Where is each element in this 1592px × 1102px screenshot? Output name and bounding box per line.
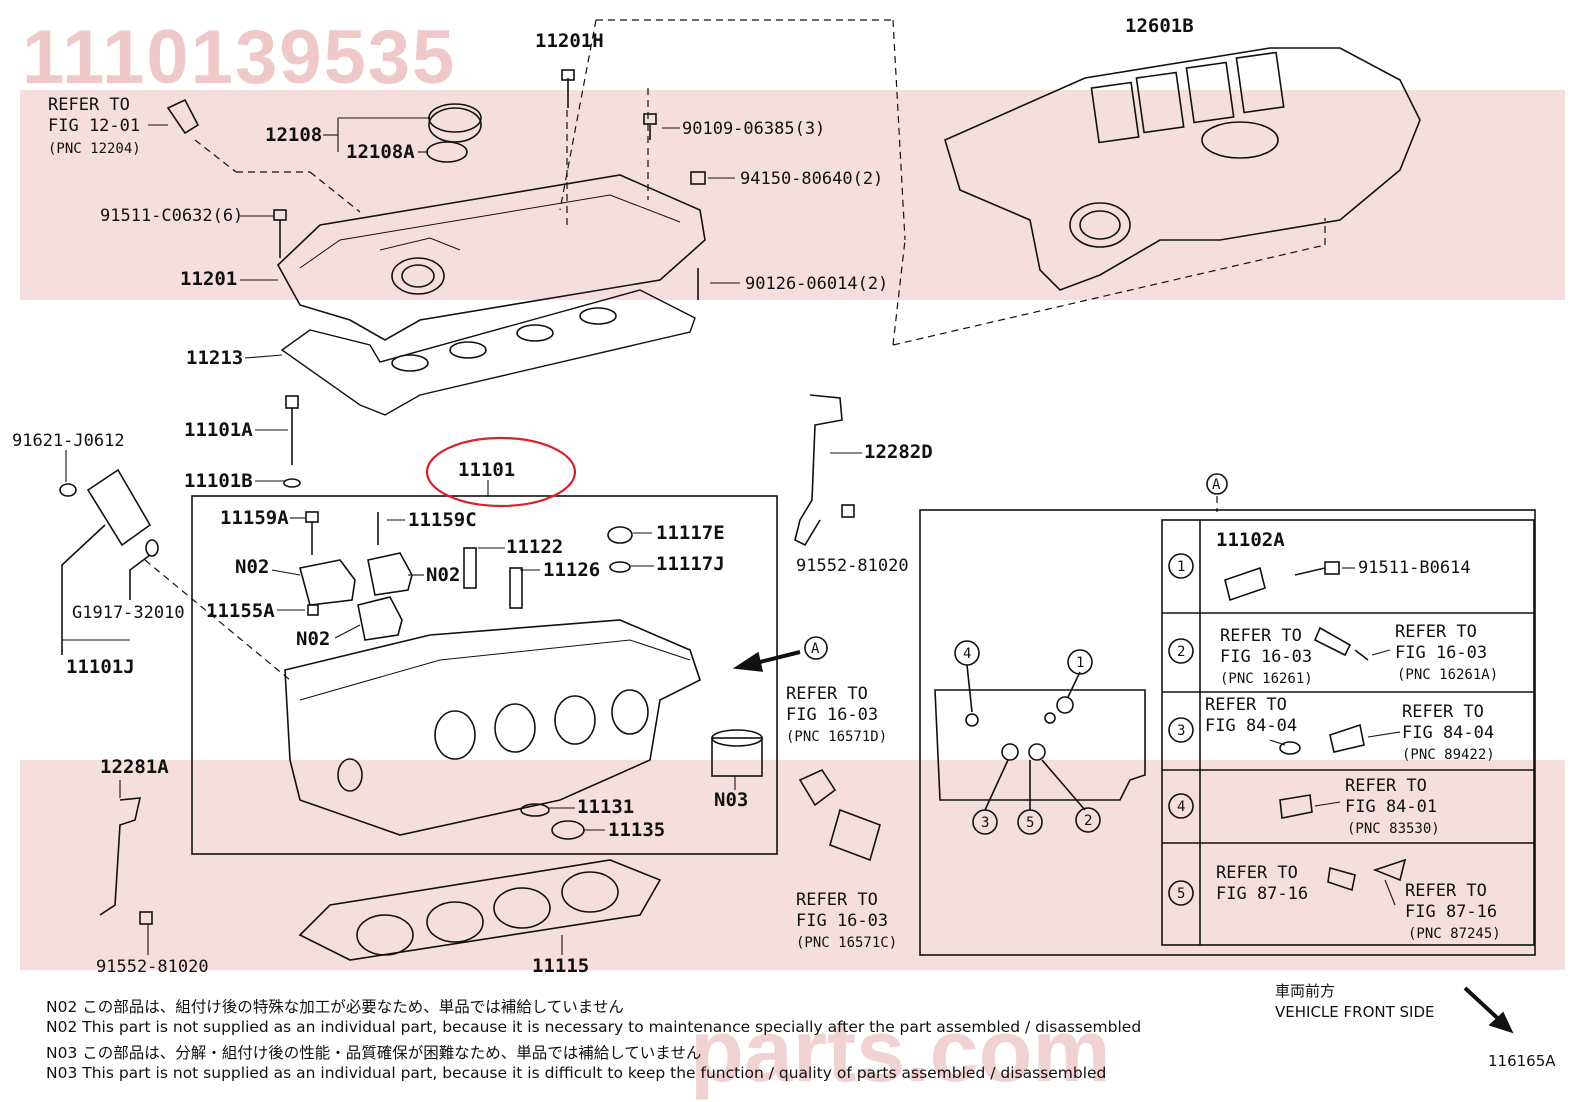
label-91511-C0632: 91511-C0632(6) bbox=[100, 206, 244, 226]
detail-row1-part: 11102A bbox=[1216, 529, 1285, 551]
detail-row2-number: 2 bbox=[1177, 644, 1186, 660]
detail-row5-right-pnc: (PNC 87245) bbox=[1408, 926, 1501, 942]
label-91552-81020-a: 91552-81020 bbox=[796, 556, 909, 576]
detail-a-table bbox=[1161, 519, 1535, 946]
note-n03-english: N03 This part is not supplied as an indi… bbox=[46, 1064, 1107, 1082]
detail-row3-left-refer: REFER TO bbox=[1205, 695, 1287, 715]
label-N02-a: N02 bbox=[235, 556, 270, 578]
callout-a-arrow: A bbox=[811, 641, 820, 657]
front-side-japanese: 車両前方 bbox=[1275, 982, 1336, 1000]
detail-row1-number: 1 bbox=[1177, 559, 1186, 575]
label-11101J: 11101J bbox=[66, 656, 135, 678]
note-n02-english: N02 This part is not supplied as an indi… bbox=[46, 1018, 1142, 1036]
label-refer-16-03-c-pnc: (PNC 16571C) bbox=[796, 935, 898, 951]
label-12281A: 12281A bbox=[100, 756, 169, 778]
detail-row4-fig: FIG 84-01 bbox=[1345, 797, 1438, 817]
detail-engine-shape bbox=[934, 689, 1146, 801]
detail-row4-refer: REFER TO bbox=[1345, 776, 1427, 796]
label-11159C: 11159C bbox=[408, 509, 477, 531]
watermark-part-number: 1110139535 bbox=[22, 15, 457, 100]
label-11101: 11101 bbox=[458, 459, 516, 481]
label-refer-16-03-d-pnc: (PNC 16571D) bbox=[786, 729, 888, 745]
label-11122: 11122 bbox=[506, 536, 564, 558]
label-91621-J0612: 91621-J0612 bbox=[12, 431, 125, 451]
figure-code: 116165A bbox=[1488, 1052, 1556, 1070]
label-12108A: 12108A bbox=[346, 141, 415, 163]
detail-a-frame bbox=[919, 509, 1536, 956]
watermark-site: parts.com bbox=[690, 1001, 1111, 1100]
detail-row3-right-refer: REFER TO bbox=[1402, 702, 1484, 722]
highlight-circle bbox=[425, 436, 577, 508]
label-N02-c: N02 bbox=[296, 628, 331, 650]
note-n03-japanese: N03 この部品は、分解・組付け後の性能・品質確保が困難なため、単品では補給して… bbox=[46, 1044, 702, 1062]
label-11135: 11135 bbox=[608, 819, 666, 841]
detail-row4-pnc: (PNC 83530) bbox=[1347, 821, 1440, 837]
label-12108: 12108 bbox=[265, 124, 323, 146]
label-94150-80640: 94150-80640(2) bbox=[740, 169, 884, 189]
label-N03: N03 bbox=[714, 789, 749, 811]
detail-row4-number: 4 bbox=[1177, 799, 1186, 815]
detail-row3-left-fig: FIG 84-04 bbox=[1205, 716, 1298, 736]
label-11201H: 11201H bbox=[535, 30, 604, 52]
detail-engine-circle-3: 3 bbox=[981, 815, 990, 831]
label-12601B: 12601B bbox=[1125, 15, 1194, 37]
label-11101A: 11101A bbox=[184, 419, 253, 441]
label-refer-16-03-d-fig: FIG 16-03 bbox=[786, 705, 879, 725]
label-N02-b: N02 bbox=[426, 564, 461, 586]
label-11117J: 11117J bbox=[656, 553, 725, 575]
detail-engine-circle-5: 5 bbox=[1026, 815, 1035, 831]
detail-engine-circle-1: 1 bbox=[1076, 655, 1085, 671]
label-11159A: 11159A bbox=[220, 507, 289, 529]
detail-row3-right-fig: FIG 84-04 bbox=[1402, 723, 1495, 743]
detail-row2-left-pnc: (PNC 16261) bbox=[1220, 671, 1313, 687]
valve-gasket-shape bbox=[280, 289, 696, 416]
label-refer-12-01-fig: FIG 12-01 bbox=[48, 116, 141, 136]
engine-cover-shape bbox=[944, 47, 1421, 291]
detail-engine-circle-4: 4 bbox=[963, 646, 972, 662]
detail-row5-right-refer: REFER TO bbox=[1405, 881, 1487, 901]
label-11115: 11115 bbox=[532, 955, 590, 977]
detail-row5-right-fig: FIG 87-16 bbox=[1405, 902, 1498, 922]
label-11131: 11131 bbox=[577, 796, 635, 818]
detail-row3-right-pnc: (PNC 89422) bbox=[1402, 747, 1495, 763]
valve-cover-shape bbox=[277, 174, 706, 341]
label-G1917-32010: G1917-32010 bbox=[72, 603, 185, 623]
label-11126: 11126 bbox=[543, 559, 601, 581]
detail-row5-number: 5 bbox=[1177, 886, 1186, 902]
detail-row2-left-fig: FIG 16-03 bbox=[1220, 647, 1313, 667]
detail-row2-left-refer: REFER TO bbox=[1220, 626, 1302, 646]
detail-row5-left-fig: FIG 87-16 bbox=[1216, 884, 1309, 904]
detail-row5-left-refer: REFER TO bbox=[1216, 863, 1298, 883]
label-90109-06385: 90109-06385(3) bbox=[682, 119, 826, 139]
front-side-english: VEHICLE FRONT SIDE bbox=[1275, 1003, 1435, 1021]
cylinder-head-frame bbox=[191, 495, 778, 855]
detail-row1-bolt: 91511-B0614 bbox=[1358, 558, 1471, 578]
label-91552-81020-b: 91552-81020 bbox=[96, 957, 209, 977]
label-refer-12-01: REFER TO bbox=[48, 95, 130, 115]
detail-row2-right-refer: REFER TO bbox=[1395, 622, 1477, 642]
cylinder-head-shape bbox=[284, 619, 701, 836]
label-90126-06014: 90126-06014(2) bbox=[745, 274, 889, 294]
detail-engine-circle-2: 2 bbox=[1084, 813, 1093, 829]
detail-row2-right-fig: FIG 16-03 bbox=[1395, 643, 1488, 663]
head-gasket-shape bbox=[298, 859, 662, 961]
label-refer-16-03-c-fig: FIG 16-03 bbox=[796, 911, 889, 931]
detail-row2-right-pnc: (PNC 16261A) bbox=[1397, 667, 1499, 683]
label-refer-16-03-d: REFER TO bbox=[786, 684, 868, 704]
detail-row3-number: 3 bbox=[1177, 723, 1186, 739]
label-refer-16-03-c: REFER TO bbox=[796, 890, 878, 910]
note-n02-japanese: N02 この部品は、組付け後の特殊な加工が必要なため、単品では補給していません bbox=[46, 998, 624, 1016]
callout-a-top: A bbox=[1212, 477, 1221, 493]
label-11101B: 11101B bbox=[184, 470, 253, 492]
label-12282D: 12282D bbox=[864, 441, 933, 463]
label-11201: 11201 bbox=[180, 268, 238, 290]
label-refer-12-01-pnc: (PNC 12204) bbox=[48, 141, 141, 157]
label-11117E: 11117E bbox=[656, 522, 725, 544]
label-11213: 11213 bbox=[186, 347, 244, 369]
label-11155A: 11155A bbox=[206, 600, 275, 622]
